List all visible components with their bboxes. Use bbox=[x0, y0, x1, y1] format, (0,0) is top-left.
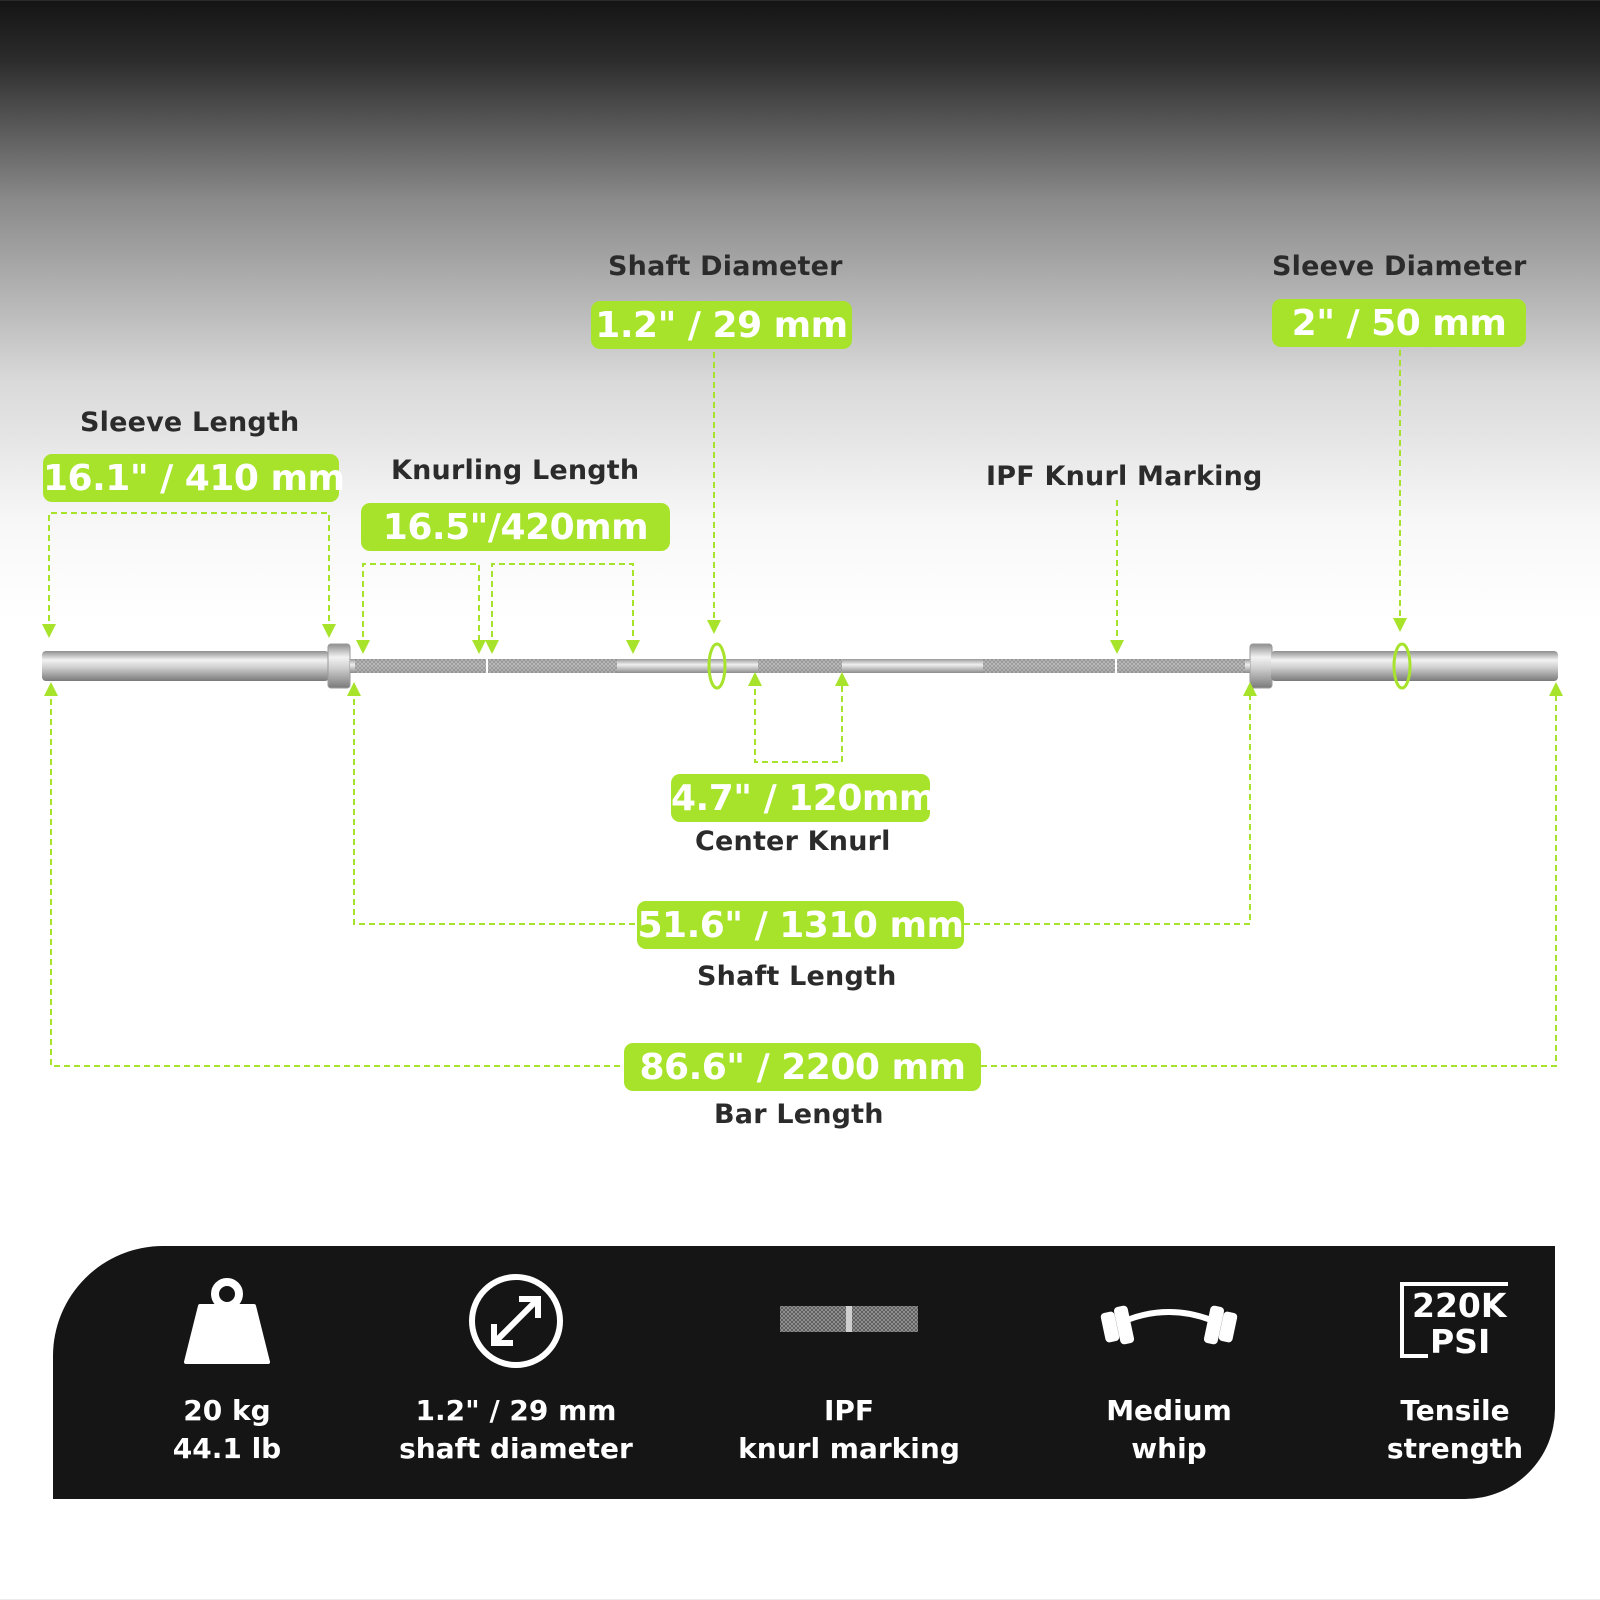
feature-ipf-knurl: IPF knurl marking bbox=[699, 1246, 999, 1499]
ipf-knurl-marking-title: IPF Knurl Marking bbox=[986, 461, 1263, 492]
feature-ipf-line1: IPF bbox=[823, 1394, 875, 1427]
whip-icon bbox=[1019, 1298, 1319, 1352]
center-knurl bbox=[758, 659, 842, 673]
feature-tensile-line2: strength bbox=[1386, 1432, 1524, 1465]
feature-whip: Medium whip bbox=[1019, 1246, 1319, 1499]
sleeve-diameter-title: Sleeve Diameter bbox=[1272, 251, 1527, 282]
center-knurl-title: Center Knurl bbox=[695, 826, 891, 857]
sleeve-diameter-ring bbox=[1392, 642, 1412, 690]
left-collar bbox=[327, 643, 351, 689]
feature-diameter-line2: shaft diameter bbox=[399, 1432, 633, 1465]
feature-weight: 20 kg 44.1 lb bbox=[77, 1246, 377, 1499]
knurl-marking-icon bbox=[699, 1306, 999, 1336]
diameter-icon bbox=[366, 1272, 666, 1374]
feature-weight-line2: 44.1 lb bbox=[172, 1432, 282, 1465]
right-sleeve bbox=[1271, 651, 1558, 681]
bar-length-title: Bar Length bbox=[714, 1099, 884, 1130]
center-knurl-value: 4.7" / 120mm bbox=[671, 774, 936, 822]
psi-badge-unit: PSI bbox=[1430, 1322, 1491, 1361]
shaft-diameter-title: Shaft Diameter bbox=[608, 251, 843, 282]
feature-shaft-diameter: 1.2" / 29 mm shaft diameter bbox=[366, 1246, 666, 1499]
knurling-length-value: 16.5"/420mm bbox=[361, 503, 670, 551]
shaft-length-value: 51.6" / 1310 mm bbox=[637, 901, 964, 949]
sleeve-length-title: Sleeve Length bbox=[80, 407, 300, 438]
psi-badge-value: 220K bbox=[1412, 1286, 1507, 1325]
right-knurl bbox=[983, 659, 1245, 673]
feature-diameter-line1: 1.2" / 29 mm bbox=[415, 1394, 617, 1427]
bar-length-value: 86.6" / 2200 mm bbox=[624, 1043, 981, 1091]
feature-tensile: 220K PSI Tensile strength bbox=[1305, 1246, 1600, 1499]
shaft-length-title: Shaft Length bbox=[697, 961, 897, 992]
left-sleeve bbox=[42, 651, 329, 681]
right-collar bbox=[1249, 643, 1273, 689]
feature-whip-line1: Medium bbox=[1106, 1394, 1232, 1427]
feature-weight-line1: 20 kg bbox=[183, 1394, 271, 1427]
feature-whip-line2: whip bbox=[1131, 1432, 1207, 1465]
sleeve-length-value: 16.1" / 410 mm bbox=[43, 454, 345, 502]
sleeve-diameter-value: 2" / 50 mm bbox=[1272, 299, 1526, 347]
weight-icon bbox=[77, 1276, 377, 1370]
shaft-diameter-ring bbox=[707, 642, 727, 690]
shaft-diameter-value: 1.2" / 29 mm bbox=[591, 301, 852, 349]
knurling-length-title: Knurling Length bbox=[391, 455, 640, 486]
psi-badge-icon: 220K PSI bbox=[1305, 1282, 1600, 1362]
feature-tensile-line1: Tensile bbox=[1400, 1394, 1510, 1427]
feature-ipf-line2: knurl marking bbox=[738, 1432, 960, 1465]
features-panel: 20 kg 44.1 lb 1.2" / 29 mm shaft diamete… bbox=[53, 1246, 1555, 1499]
